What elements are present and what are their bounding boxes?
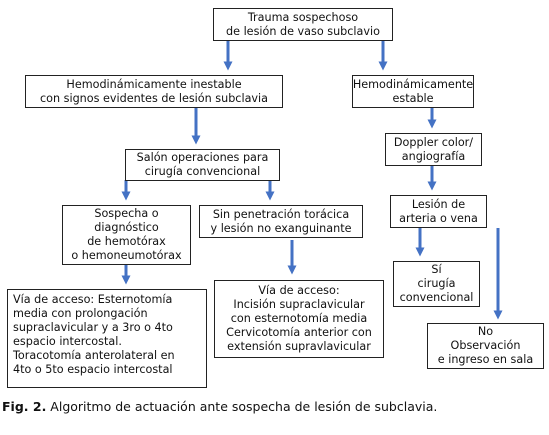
caption-text: Algoritmo de actuación ante sospecha de … (46, 399, 438, 414)
caption-label: Fig. 2. (2, 399, 47, 414)
node-no: No Observación e ingreso en sala (427, 323, 544, 369)
node-sospecha: Sospecha o diagnóstico de hemotórax o he… (62, 205, 191, 265)
node-doppler: Doppler color/ angiografía (385, 133, 482, 166)
node-no-text: No Observación e ingreso en sala (437, 325, 534, 366)
node-doppler-text: Doppler color/ angiografía (393, 135, 474, 163)
node-sospecha-text: Sospecha o diagnóstico de hemotórax o he… (71, 207, 182, 262)
node-via-acceso-2-text: Vía de acceso: Incisión supraclavicular … (226, 284, 372, 353)
node-inestable: Hemodinámicamente inestable con signos e… (25, 75, 283, 108)
node-lesion-arteria: Lesión de arteria o vena (390, 195, 487, 228)
node-lesion-arteria-text: Lesión de arteria o vena (399, 197, 478, 225)
node-via-acceso-1: Vía de acceso: Esternotomía media con pr… (7, 289, 207, 388)
node-sin-penetracion: Sin penetración torácica y lesión no exa… (199, 205, 363, 238)
node-sin-penetracion-text: Sin penetración torácica y lesión no exa… (210, 207, 352, 235)
node-si: Sí cirugía convencional (393, 261, 480, 307)
node-via-acceso-2: Vía de acceso: Incisión supraclavicular … (214, 280, 384, 358)
figure-caption: Fig. 2. Algoritmo de actuación ante sosp… (2, 399, 437, 414)
node-estable-text: Hemodinámicamente estable (352, 77, 474, 105)
node-trauma-text: Trauma sospechoso de lesión de vaso subc… (226, 10, 380, 38)
node-inestable-text: Hemodinámicamente inestable con signos e… (39, 77, 269, 105)
node-via-acceso-1-text: Vía de acceso: Esternotomía media con pr… (13, 293, 175, 376)
node-salon: Salón operaciones para cirugía convencio… (125, 149, 280, 181)
node-trauma: Trauma sospechoso de lesión de vaso subc… (213, 8, 393, 41)
node-salon-text: Salón operaciones para cirugía convencio… (136, 151, 269, 178)
node-si-text: Sí cirugía convencional (399, 263, 474, 304)
node-estable: Hemodinámicamente estable (352, 75, 474, 108)
